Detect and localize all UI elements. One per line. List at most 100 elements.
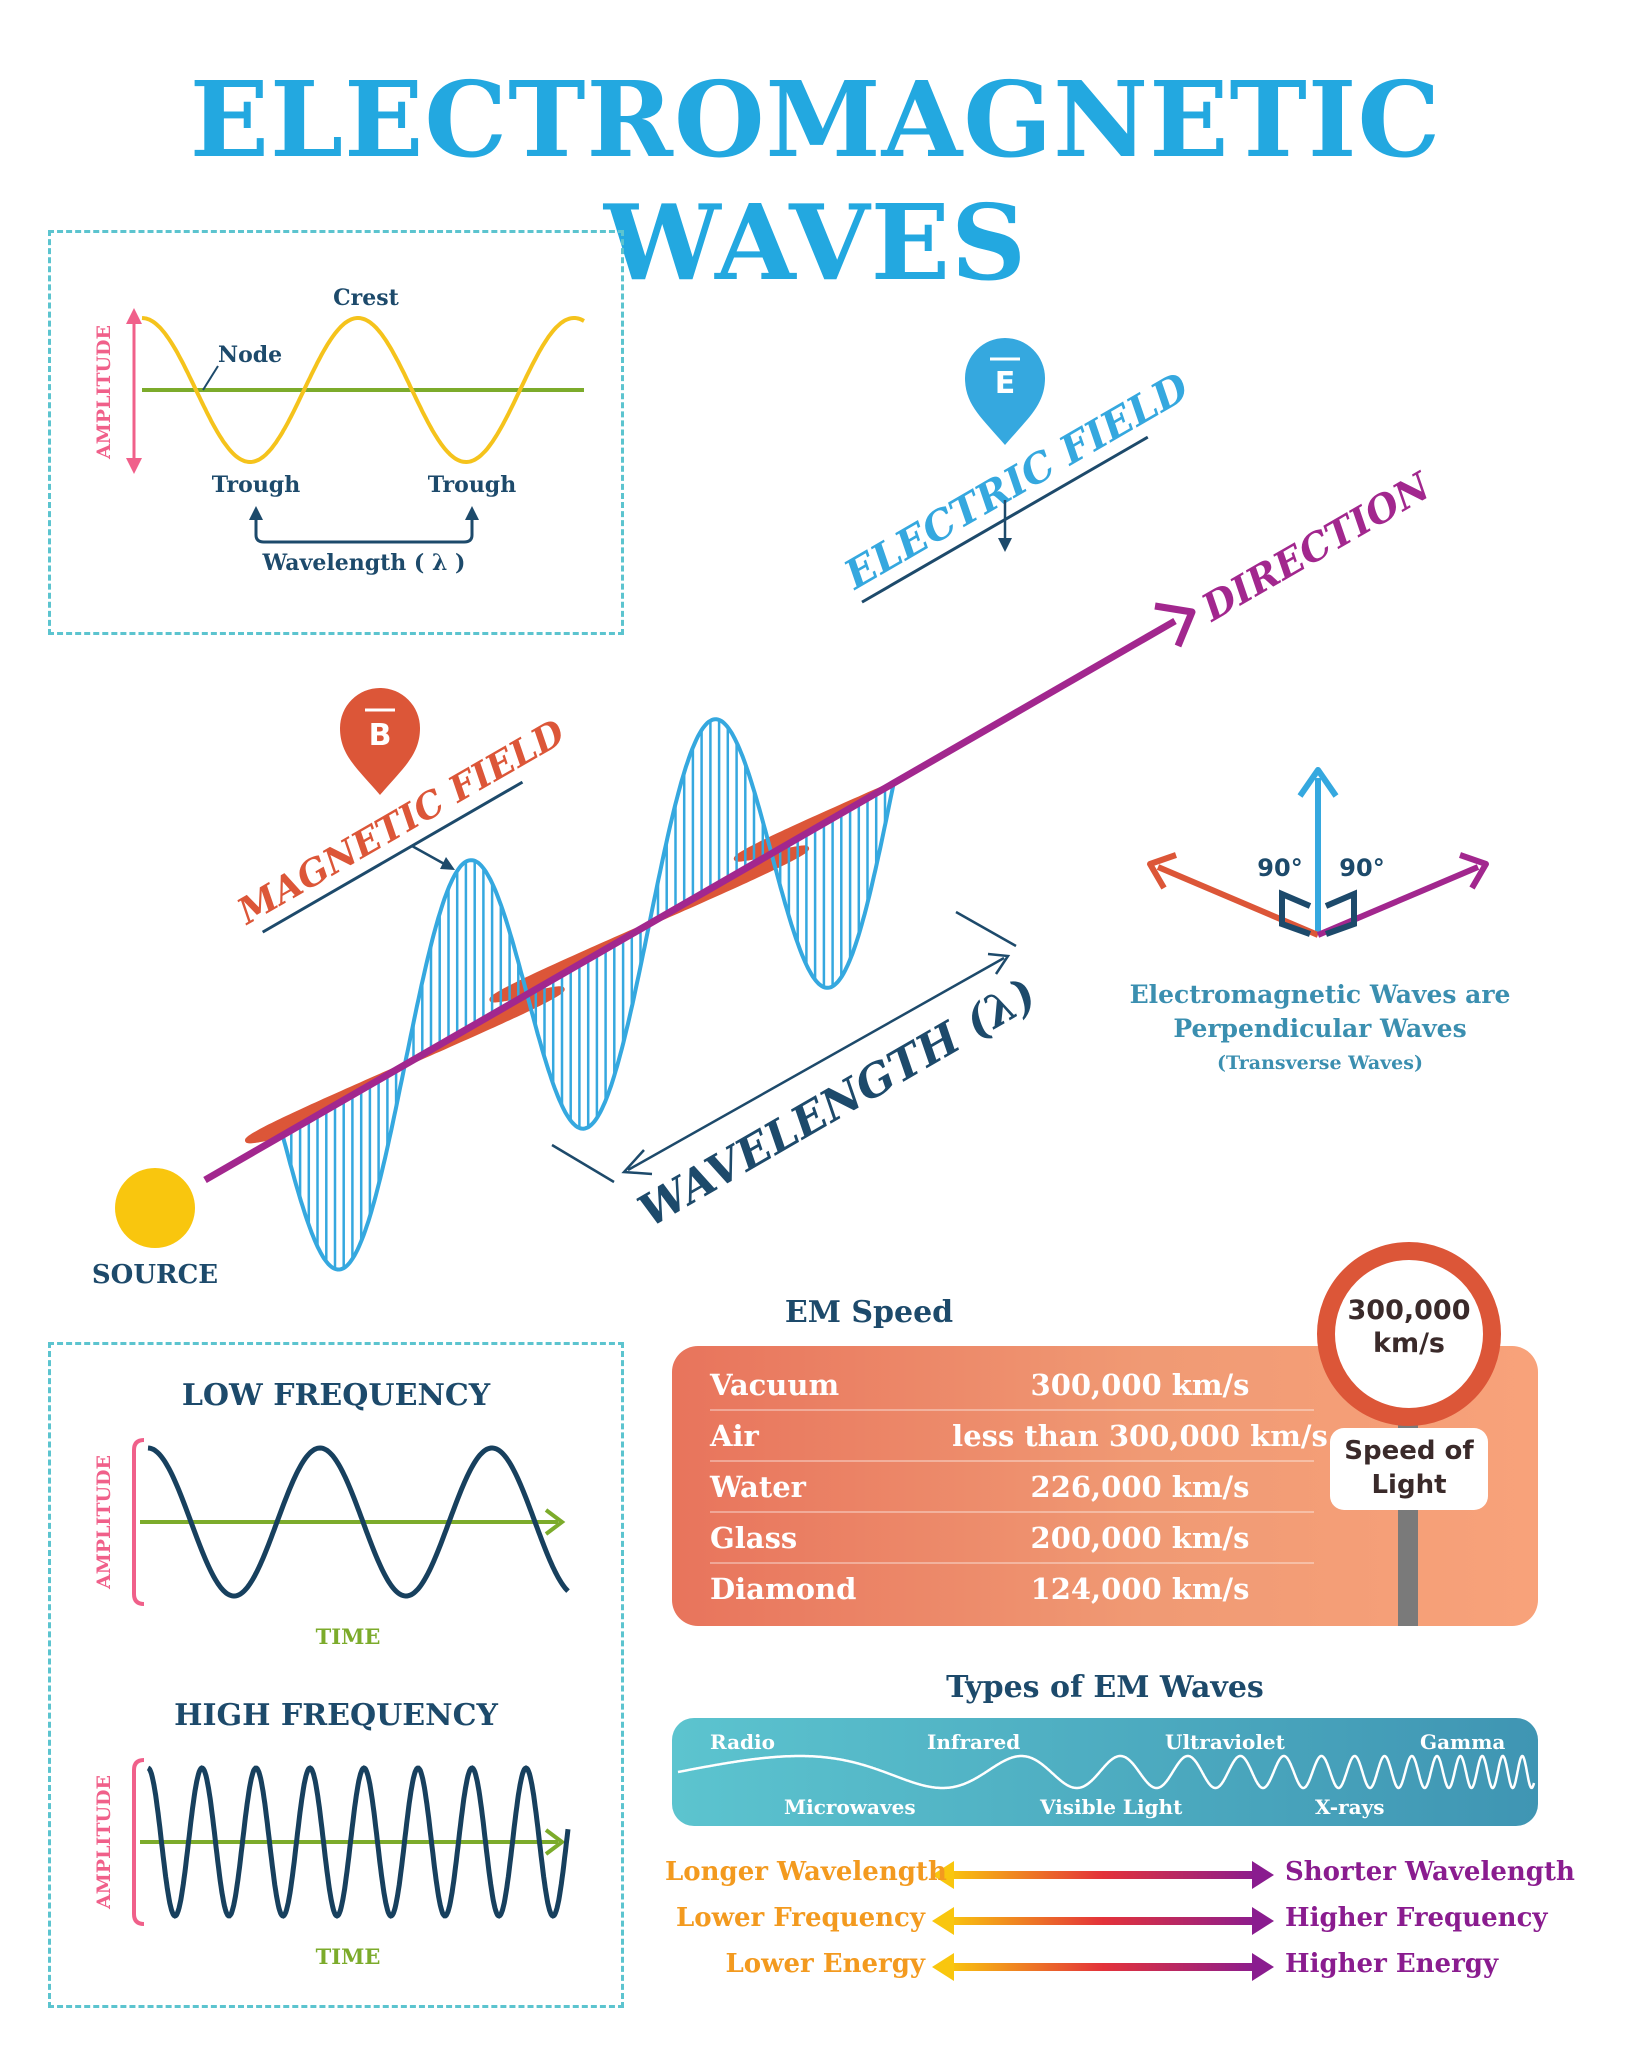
scale-left-energy: Lower Energy	[725, 1949, 925, 1979]
wavelength-bracket	[254, 513, 474, 544]
right-vector-head	[1459, 852, 1489, 890]
speed-row: Air less than 300,000 km/s	[710, 1409, 1328, 1462]
wavelength-label: Wavelength ( λ )	[262, 550, 466, 576]
sine-wave	[141, 316, 585, 465]
wavelength-main-label: WAVELENGTH (λ)	[630, 969, 1045, 1238]
speed-medium: Air	[710, 1419, 759, 1453]
page-title: ELECTROMAGNETIC WAVES	[189, 58, 1442, 304]
angle-right-label: 90°	[1339, 854, 1384, 882]
spectrum-label-x-rays: X-rays	[1315, 1795, 1385, 1819]
high-frequency-title: HIGH FREQUENCY	[174, 1698, 498, 1733]
em-wave-diagram: SOURCE ELECTRIC FIELD E MAGNETIC FIELD B…	[92, 338, 1439, 1290]
high-frequency-wave	[146, 1765, 571, 1919]
speed-value: less than 300,000 km/s	[952, 1419, 1328, 1453]
sign-value-line1: 300,000	[1347, 1295, 1471, 1326]
scale-arrow-energy	[932, 1953, 1274, 1981]
node-pointer	[202, 365, 219, 391]
left-vector	[1156, 864, 1320, 938]
wave-anatomy-panel	[48, 230, 624, 635]
low-frequency-wave	[147, 1445, 570, 1599]
speed-value: 226,000 km/s	[1030, 1470, 1250, 1504]
em-types-title: Types of EM Waves	[946, 1670, 1264, 1705]
trough-label-left: Trough	[212, 472, 300, 498]
scale-right-frequency: Higher Frequency	[1285, 1903, 1548, 1933]
trough-label-right: Trough	[428, 472, 516, 498]
frequency-diagram: AMPLITUDE TIME AMPLITUDE TIME	[93, 1438, 571, 1969]
scale-arrow-frequency	[932, 1907, 1274, 1935]
spectrum-label-infrared: Infrared	[927, 1730, 1021, 1754]
source-sun	[115, 1168, 195, 1248]
bracket-arrow-left	[249, 506, 263, 520]
high-amplitude-label: AMPLITUDE	[93, 1775, 115, 1910]
direction-label: DIRECTION	[1193, 462, 1439, 630]
low-frequency-title: LOW FREQUENCY	[181, 1378, 491, 1413]
angle-left-label: 90°	[1257, 854, 1302, 882]
perpendicular-line1: Electromagnetic Waves are	[1129, 980, 1511, 1009]
speed-row: Diamond 124,000 km/s	[710, 1562, 1314, 1613]
speed-row: Vacuum 300,000 km/s	[710, 1358, 1314, 1411]
em-speed-title: EM Speed	[784, 1295, 954, 1330]
sign-value-line2: km/s	[1372, 1328, 1446, 1359]
scale-left-wavelength: Longer Wavelength	[665, 1857, 947, 1887]
wavelength-arrow-right	[987, 952, 1011, 975]
electric-pin	[965, 338, 1045, 445]
amplitude-arrow-top	[126, 308, 142, 324]
direction-axis	[203, 617, 1177, 1184]
magnetic-pin	[340, 688, 420, 795]
wave-anatomy-diagram: AMPLITUDE Crest Node Trough Trough Wavel…	[93, 285, 585, 576]
spectrum-wave	[677, 1754, 1536, 1790]
speed-medium: Vacuum	[710, 1368, 840, 1402]
electric-field-wave	[280, 717, 896, 1272]
spectrum-label-gamma: Gamma	[1420, 1730, 1506, 1754]
speed-medium: Diamond	[710, 1572, 857, 1606]
low-amplitude-label: AMPLITUDE	[93, 1455, 115, 1590]
em-spectrum-band: Radio Infrared Ultraviolet Gamma Microwa…	[672, 1718, 1538, 1826]
node-label: Node	[218, 342, 282, 368]
scale-left-frequency: Lower Frequency	[675, 1903, 925, 1933]
low-time-label: TIME	[316, 1624, 381, 1649]
speed-medium: Glass	[710, 1521, 798, 1555]
magnetic-field-pointer	[411, 844, 449, 868]
high-time-label: TIME	[316, 1944, 381, 1969]
speed-of-light-plate	[1330, 1428, 1488, 1510]
crest-label: Crest	[333, 285, 399, 311]
perpendicular-diagram: 90° 90°	[1147, 767, 1489, 938]
sign-label-line2: Light	[1371, 1470, 1447, 1500]
magnetic-pointer-head	[440, 857, 455, 870]
scale-arrow-wavelength	[932, 1861, 1274, 1889]
sign-label-line1: Speed of	[1344, 1436, 1474, 1466]
spectrum-label-radio: Radio	[710, 1730, 775, 1754]
scale-arrows	[932, 1861, 1274, 1981]
low-amplitude-bracket	[132, 1438, 145, 1606]
spectrum-label-visible-light: Visible Light	[1040, 1795, 1183, 1819]
bracket-arrow-right	[465, 506, 479, 520]
wavelength-arrow	[627, 956, 1005, 1172]
wavelength-arrow-left	[621, 1149, 653, 1176]
speed-value: 300,000 km/s	[1030, 1368, 1250, 1402]
spectrum-label-ultraviolet: Ultraviolet	[1165, 1730, 1285, 1754]
up-vector-head	[1297, 767, 1339, 798]
source-label: SOURCE	[92, 1260, 218, 1290]
high-time-arrowhead	[544, 1828, 566, 1856]
speed-row: Glass 200,000 km/s	[710, 1511, 1314, 1564]
magnetic-symbol: B	[369, 718, 392, 753]
low-time-arrowhead	[544, 1508, 566, 1536]
electric-pointer-head	[998, 538, 1012, 552]
right-angle-right	[1324, 889, 1357, 937]
frequency-panel	[48, 1342, 624, 2008]
perpendicular-line3: (Transverse Waves)	[1217, 1052, 1423, 1074]
left-vector-head	[1147, 852, 1177, 890]
perpendicular-line2: Perpendicular Waves	[1173, 1014, 1467, 1043]
right-angle-left	[1279, 889, 1312, 937]
speed-value: 124,000 km/s	[1030, 1572, 1250, 1606]
electric-symbol: E	[995, 366, 1016, 401]
scale-right-wavelength: Shorter Wavelength	[1285, 1857, 1575, 1887]
spectrum-label-microwaves: Microwaves	[784, 1795, 916, 1819]
magnetic-field-underline	[261, 780, 524, 934]
right-vector	[1316, 864, 1480, 938]
amplitude-arrow-bottom	[126, 458, 142, 474]
speed-row: Water 226,000 km/s	[710, 1460, 1314, 1513]
direction-arrowhead	[1154, 602, 1196, 648]
wavelength-tick-right	[955, 910, 1017, 948]
wavelength-tick-left	[551, 1143, 615, 1184]
